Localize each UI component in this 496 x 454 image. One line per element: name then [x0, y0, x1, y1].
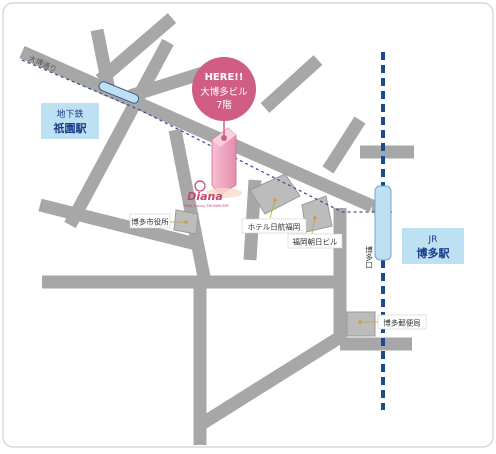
pin-line3: 7階	[216, 100, 232, 111]
pin-line1: HERE!!	[205, 72, 244, 83]
station-hakata-line1: JR	[428, 235, 438, 245]
place-labels: 博多市役所 ホテル日航福岡 福岡朝日ビル 博多郵便局	[129, 198, 427, 330]
building-post-office	[346, 311, 376, 337]
jr-station-capsule	[374, 185, 392, 261]
road-upper-diagonal	[95, 13, 177, 85]
diana-logo: Diana Pride Luxury SHOWROOM	[184, 180, 229, 208]
label-hotel-nikko: ホテル日航福岡	[248, 222, 301, 232]
road-lower-diagonal	[196, 328, 349, 431]
road-middle-vertical	[168, 128, 212, 284]
road-network	[19, 13, 414, 445]
road-city-hall	[38, 198, 202, 252]
subway-station-capsule	[98, 81, 140, 104]
diana-logo-text: Diana	[187, 190, 223, 203]
road-left-diagonal	[64, 38, 174, 229]
label-fukuoka-asahi-box	[287, 233, 343, 249]
station-hakata-box	[402, 228, 464, 264]
station-gion-box	[41, 103, 99, 139]
label-city-hall-box	[129, 213, 171, 229]
tower-shadow	[206, 188, 242, 198]
station-gion-line1: 地下鉄	[56, 108, 83, 120]
label-post-office-box	[377, 314, 427, 330]
road-upper-right-2	[322, 116, 366, 174]
label-fukuoka-asahi: 福岡朝日ビル	[293, 238, 338, 247]
pin-dot	[221, 135, 227, 141]
road-upper-right	[260, 55, 323, 113]
label-city-hall: 博多市役所	[131, 217, 169, 227]
diana-logo-icon	[194, 180, 206, 192]
station-hakata-line2: 博多駅	[417, 246, 450, 260]
subway-line	[21, 59, 392, 213]
station-gion-line2: 祇園駅	[53, 121, 87, 135]
label-hakata-exit: 博多口	[364, 245, 373, 269]
pin-circle	[192, 57, 256, 121]
pin-line2: 大博多ビル	[200, 86, 248, 98]
building-hotel-nikko	[249, 173, 301, 215]
label-hotel-nikko-box	[241, 218, 307, 234]
diana-logo-subtext: Pride Luxury SHOWROOM	[184, 204, 229, 208]
road-taihaku-dori	[19, 46, 375, 212]
label-post-office: 博多郵便局	[383, 318, 421, 328]
